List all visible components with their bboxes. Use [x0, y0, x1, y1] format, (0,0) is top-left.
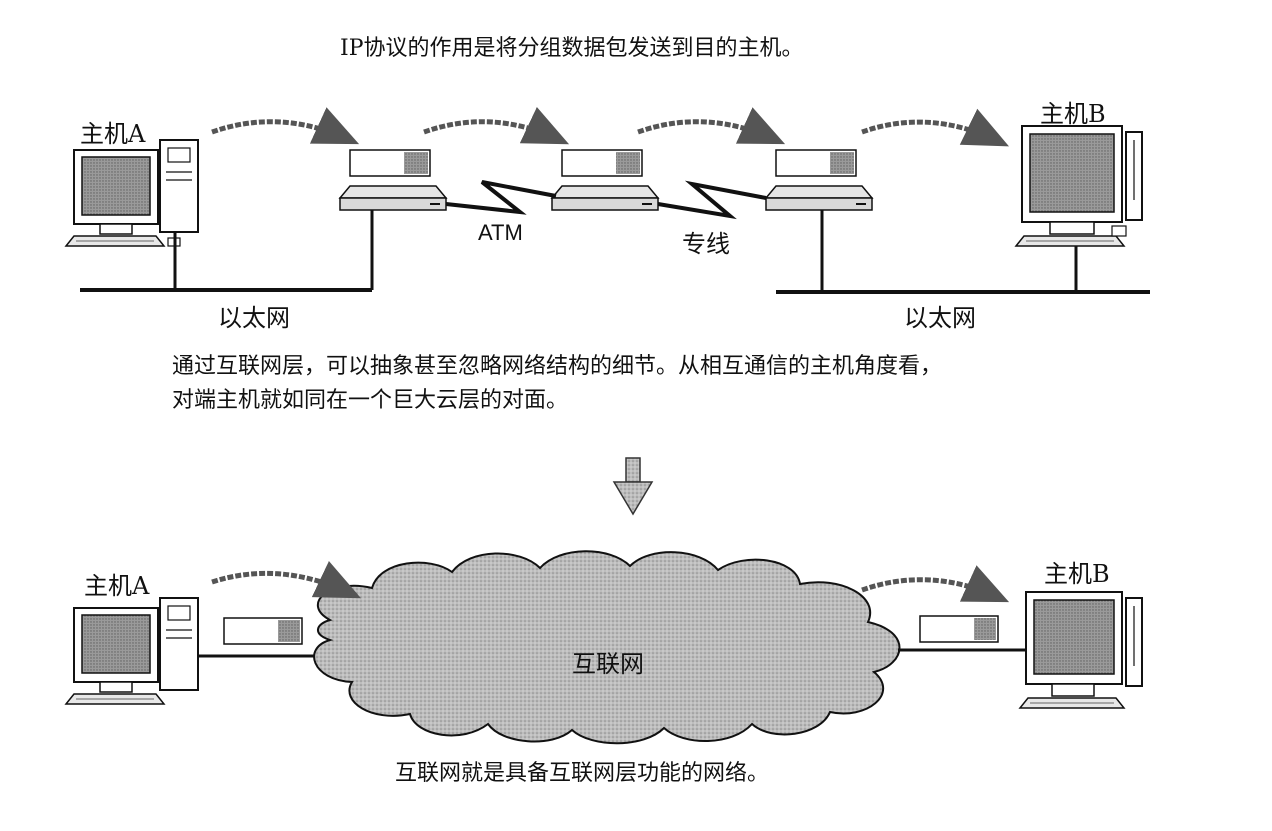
- packet-right-bottom: [919, 615, 999, 643]
- caption-top: IP协议的作用是将分组数据包发送到目的主机。: [340, 36, 804, 61]
- ethernet-right-label: 以太网: [904, 304, 976, 332]
- arrow-router-1-to-router-2: [423, 107, 570, 145]
- atm-label: ATM: [478, 220, 523, 245]
- internet-cloud: [313, 550, 901, 745]
- down-arrow-icon: [612, 457, 654, 516]
- caption-middle-line-1: 通过互联网层，可以抽象甚至忽略网络结构的细节。从相互通信的主机角度看，: [172, 354, 943, 379]
- host-b-computer-top: [1014, 125, 1143, 247]
- host-a-label-bottom: 主机A: [84, 572, 150, 600]
- caption-middle: 通过互联网层，可以抽象甚至忽略网络结构的细节。从相互通信的主机角度看， 对端主机…: [172, 350, 942, 418]
- host-a-computer-top: [64, 139, 199, 247]
- host-a-computer-bottom: [64, 597, 199, 705]
- ethernet-left-label: 以太网: [218, 304, 290, 332]
- arrow-host-a-to-cloud: [211, 560, 362, 599]
- caption-bottom: 互联网就是具备互联网层功能的网络。: [395, 761, 770, 786]
- atm-link: [445, 180, 557, 215]
- router-3: [764, 149, 874, 211]
- arrow-router-3-to-host-b: [861, 108, 1009, 147]
- router-2: [550, 149, 660, 211]
- host-a-label-top: 主机A: [80, 120, 146, 148]
- caption-middle-line-2: 对端主机就如同在一个巨大云层的对面。: [172, 388, 569, 413]
- arrow-cloud-to-host-b: [861, 565, 1010, 603]
- packet-left-bottom: [223, 617, 303, 645]
- leased-line-link: [657, 180, 767, 220]
- host-b-label-top: 主机B: [1040, 100, 1106, 128]
- arrow-host-a-to-router-1: [211, 107, 360, 145]
- host-b-computer-bottom: [1018, 591, 1143, 709]
- arrow-router-2-to-router-3: [637, 107, 786, 145]
- router-1: [338, 149, 448, 211]
- leased-line-label: 专线: [682, 230, 730, 258]
- host-b-label-bottom: 主机B: [1044, 560, 1110, 588]
- cloud-label: 互联网: [572, 650, 644, 678]
